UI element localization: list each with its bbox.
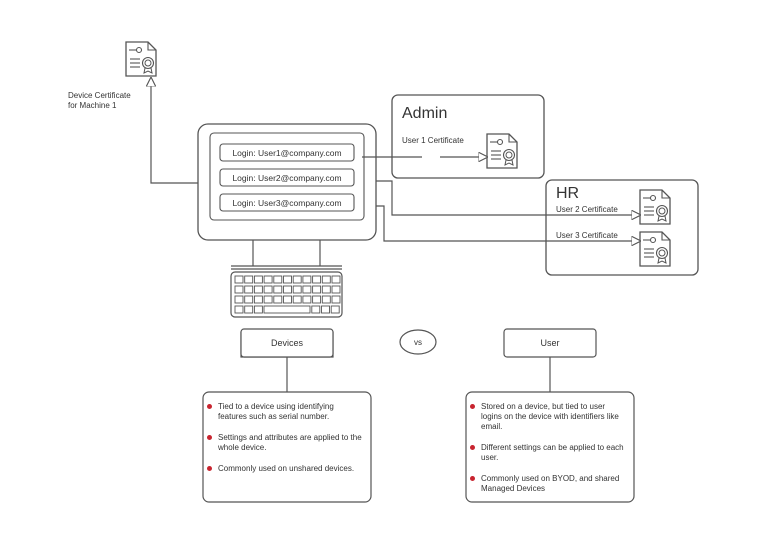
keyboard-key [312, 285, 322, 294]
devices-points: Tied to a device using identifying featu… [206, 402, 364, 485]
user-point-1: Stored on a device, but tied to user log… [469, 402, 627, 432]
keyboard-icon [230, 265, 343, 318]
login-user2-text: Login: User2@company.com [232, 173, 341, 183]
hr-cert1-label: User 2 Certificate [556, 205, 618, 214]
keyboard-key [321, 305, 330, 314]
keyboard-key [331, 275, 341, 284]
device-cert-connector [151, 78, 198, 184]
keyboard-key [273, 285, 283, 294]
keyboard-key [292, 295, 302, 304]
login-box-user2 [219, 168, 355, 187]
keyboard-key [253, 305, 263, 314]
keyboard-key [302, 295, 312, 304]
hr-cert2-label: User 3 Certificate [556, 231, 618, 240]
keyboard-key [331, 295, 341, 304]
admin-title: Admin [402, 105, 447, 122]
user-label: User [540, 338, 559, 348]
keyboard-key [263, 275, 273, 284]
devices-description-box [202, 391, 372, 503]
device-cert-label-line2: for Machine 1 [68, 101, 117, 110]
keyboard-key [292, 285, 302, 294]
devices-point-1: Tied to a device using identifying featu… [206, 402, 364, 422]
vs-badge [399, 329, 437, 355]
hr-title: HR [556, 185, 579, 202]
keyboard-key [292, 275, 302, 284]
user3-certificate-icon [639, 231, 671, 267]
keyboard-key [253, 295, 263, 304]
keyboard-key [244, 295, 254, 304]
login-box-user3 [219, 193, 355, 212]
keyboard-key [244, 275, 254, 284]
login-box-user1 [219, 143, 355, 162]
user-points: Stored on a device, but tied to user log… [469, 402, 627, 505]
keyboard-key [321, 285, 331, 294]
user3-connector [376, 205, 640, 241]
keyboard-key [263, 305, 311, 314]
user-point-3: Commonly used on BYOD, and shared Manage… [469, 474, 627, 494]
keyboard-key [234, 305, 244, 314]
keyboard-key [321, 275, 331, 284]
keyboard-key [234, 285, 244, 294]
devices-point-3: Commonly used on unshared devices. [206, 464, 364, 474]
keyboard-key [263, 295, 273, 304]
keyboard-key [312, 275, 322, 284]
keyboard-key [253, 285, 263, 294]
keyboard-key [253, 275, 263, 284]
keyboard-key [321, 295, 331, 304]
devices-label: Devices [271, 338, 304, 348]
keyboard-key [312, 295, 322, 304]
keyboard-key [244, 305, 254, 314]
keyboard-key [283, 295, 292, 304]
device-cert-label-line1: Device Certificate [68, 91, 131, 100]
user-description-box [465, 391, 635, 503]
keyboard-key [331, 285, 341, 294]
device-certificate-icon [125, 41, 157, 77]
user-point-2: Different settings can be applied to eac… [469, 443, 627, 463]
keyboard-key [273, 275, 283, 284]
vs-label: vs [414, 338, 422, 347]
login-user1-text: Login: User1@company.com [232, 148, 341, 158]
keyboard-key [244, 285, 254, 294]
keyboard-key [263, 285, 273, 294]
keyboard-key [273, 295, 283, 304]
user1-certificate-icon [486, 133, 518, 169]
user2-certificate-icon [639, 189, 671, 225]
keyboard-key [234, 275, 244, 284]
keyboard-key [283, 275, 292, 284]
keyboard-key [234, 295, 244, 304]
keyboard-key [283, 285, 292, 294]
keyboard-key [311, 305, 321, 314]
login-user3-text: Login: User3@company.com [232, 198, 341, 208]
user2-connector [376, 180, 640, 215]
admin-cert-label: User 1 Certificate [402, 136, 464, 145]
keyboard-key [302, 285, 312, 294]
keyboard-key [330, 305, 340, 314]
keyboard-key [302, 275, 312, 284]
devices-point-2: Settings and attributes are applied to t… [206, 433, 364, 453]
